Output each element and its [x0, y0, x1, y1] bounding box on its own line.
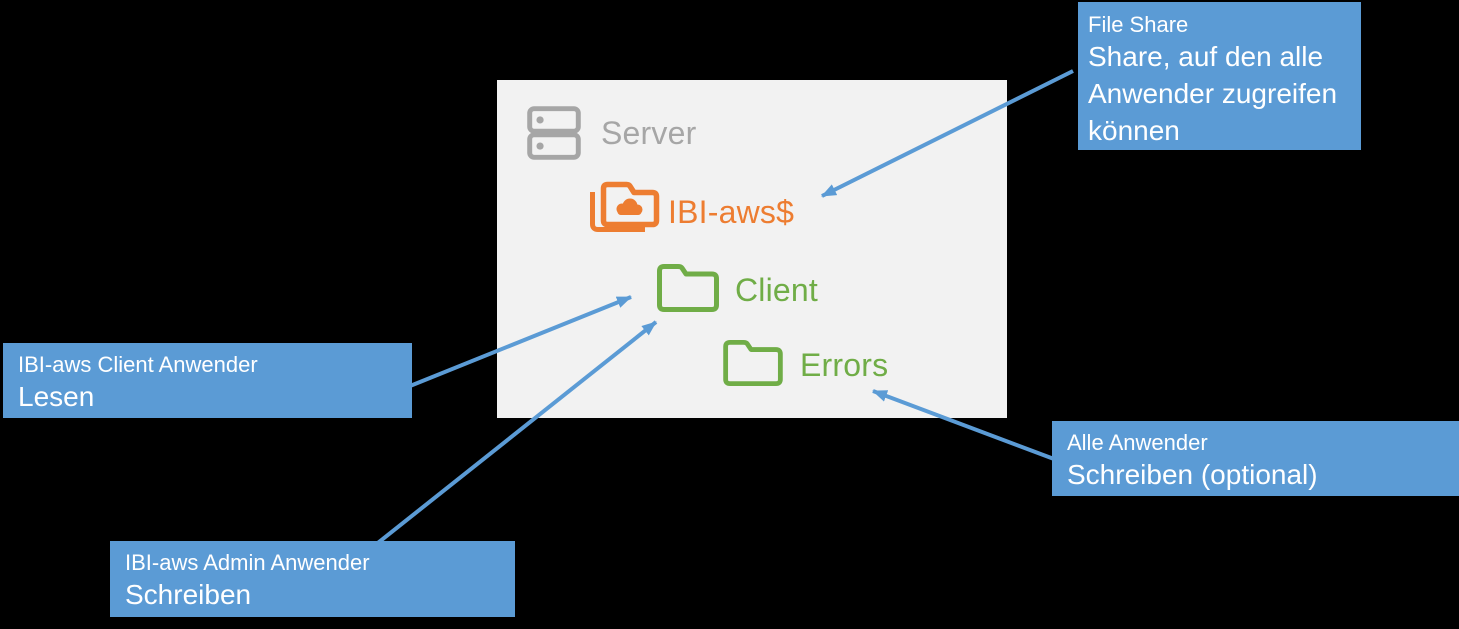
- callout-alle-anwender: Alle Anwender Schreiben (optional): [1052, 421, 1459, 496]
- arrow-admin-user-to-client-folder: [372, 320, 658, 548]
- callout-alle-anwender-body: Schreiben (optional): [1067, 459, 1318, 490]
- callout-admin-anwender-title: IBI-aws Admin Anwender: [125, 550, 370, 575]
- arrow-all-users-to-errors-folder: [872, 389, 1055, 461]
- callout-admin-anwender: IBI-aws Admin Anwender Schreiben: [110, 541, 515, 617]
- callout-file-share-title: File Share: [1088, 12, 1189, 37]
- errors-folder-label: Errors: [800, 347, 889, 383]
- server-panel: [497, 80, 1007, 418]
- callout-client-anwender-title: IBI-aws Client Anwender: [18, 352, 258, 377]
- callout-client-anwender: IBI-aws Client Anwender Lesen: [3, 343, 412, 418]
- cloud-icon: [616, 198, 643, 215]
- callout-file-share: File Share Share, auf den alle Anwender …: [1078, 2, 1361, 150]
- server-label: Server: [601, 115, 697, 151]
- ibi-aws-share-label: IBI-aws$: [668, 194, 795, 230]
- arrow-client-user-to-client-folder: [409, 295, 632, 388]
- callout-admin-anwender-body: Schreiben: [125, 579, 252, 610]
- folder-icon: [657, 264, 719, 312]
- shared-cloud-folder-icon: [590, 181, 660, 232]
- callout-client-anwender-body: Lesen: [18, 381, 95, 412]
- callout-alle-anwender-title: Alle Anwender: [1067, 430, 1208, 455]
- client-folder-label: Client: [735, 272, 819, 308]
- callout-file-share-body: Share, auf den alle Anwender zugreifen k…: [1088, 41, 1338, 146]
- folder-icon: [723, 339, 783, 387]
- server-icon: [527, 106, 581, 160]
- arrow-file-share-to-ibi-aws: [821, 69, 1074, 198]
